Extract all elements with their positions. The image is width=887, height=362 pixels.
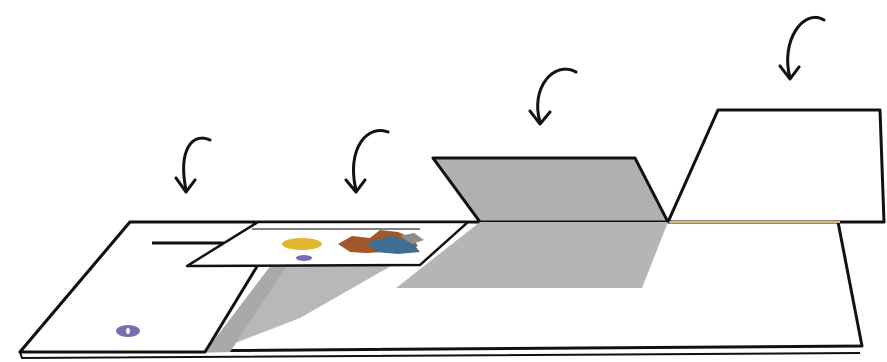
panel-shadow	[396, 222, 668, 288]
curved-arrow-down-icon	[778, 16, 826, 81]
small-purple-disc-icon	[296, 255, 312, 261]
gray-tilted-panel	[431, 156, 670, 224]
purple-disc-hole	[126, 328, 130, 334]
curved-arrow-down-icon	[528, 67, 578, 126]
curved-arrow-down-icon	[174, 136, 212, 194]
base-sheet-edge	[19, 351, 861, 360]
left-fold-shade	[205, 264, 288, 352]
gray-blob	[400, 233, 424, 244]
curved-arrow-down-icon	[344, 129, 390, 194]
yellow-blob	[282, 238, 322, 250]
right-upright-panel	[666, 108, 886, 224]
